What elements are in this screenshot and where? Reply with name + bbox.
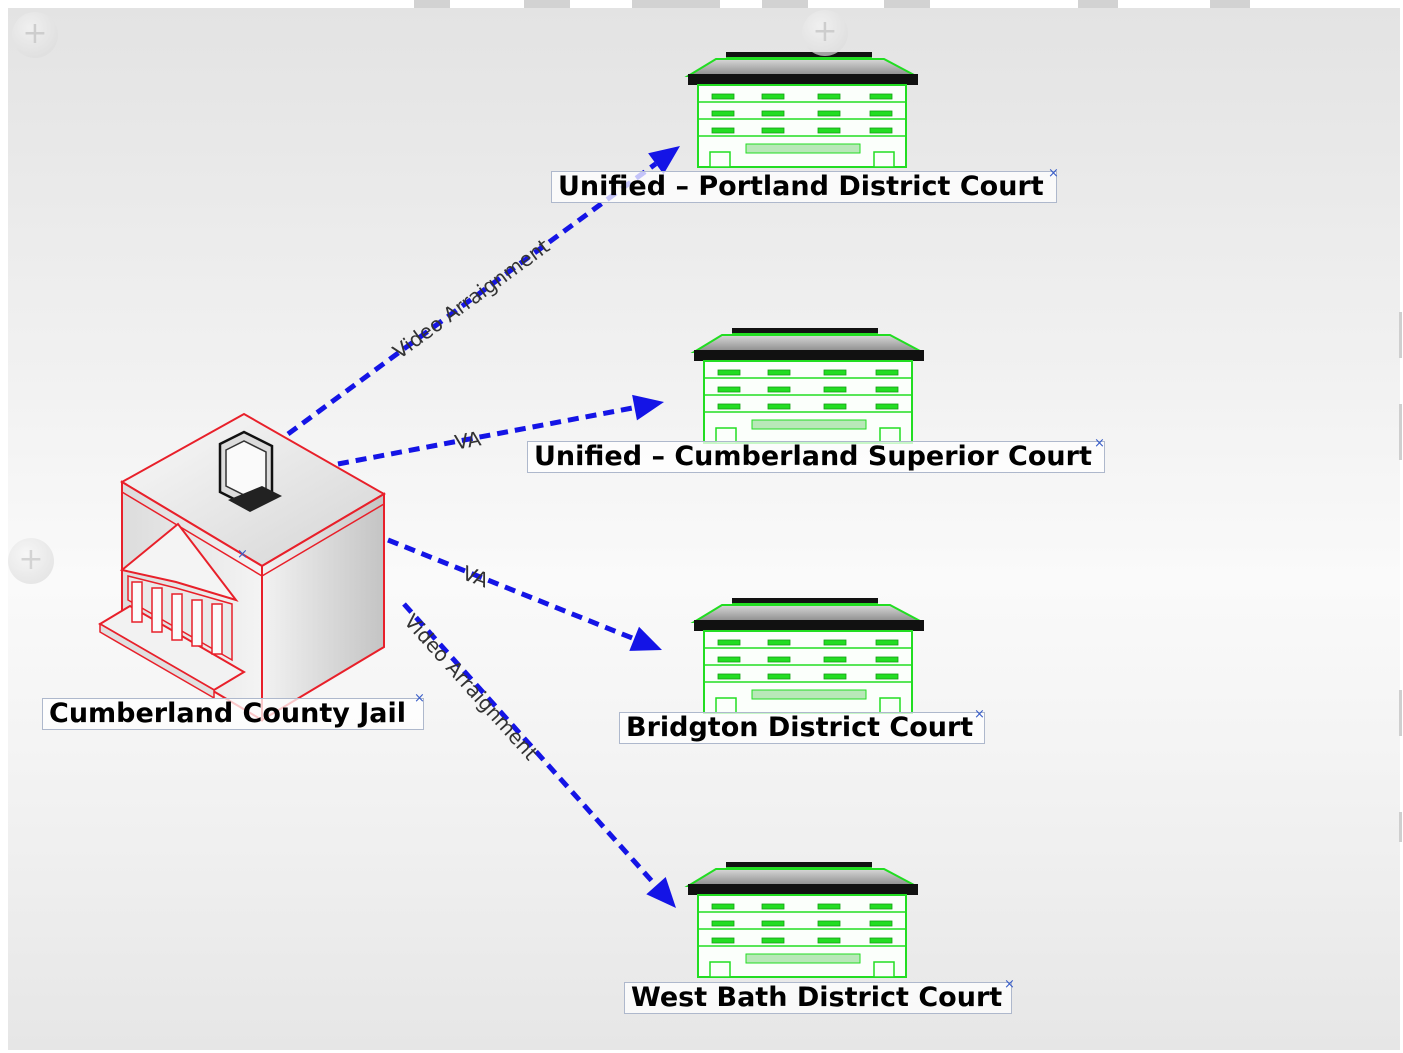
jail-building-with-monitor-icon[interactable] <box>98 412 386 722</box>
connection-point-icon: × <box>237 547 248 562</box>
scroll-mark <box>1399 690 1402 736</box>
scroll-mark <box>1399 404 1402 460</box>
top-band-segment <box>676 0 720 8</box>
courthouse-building-icon[interactable] <box>690 598 924 714</box>
add-node-icon[interactable]: + <box>8 538 54 584</box>
add-node-icon[interactable]: + <box>802 10 848 56</box>
courthouse-building-icon[interactable] <box>684 862 918 978</box>
top-band-segment <box>1210 0 1250 8</box>
connection-label: Video Arraignment <box>399 609 543 765</box>
remove-node-icon[interactable]: × <box>974 707 985 722</box>
top-band-segment <box>884 0 930 8</box>
top-band <box>0 0 1403 8</box>
connection-arrowhead <box>646 876 676 908</box>
top-band-segment <box>524 0 570 8</box>
add-node-icon[interactable]: + <box>12 12 58 58</box>
plus-glyph: + <box>22 16 48 51</box>
plus-glyph: + <box>18 542 44 577</box>
top-band-segment <box>414 0 450 8</box>
target-node-label[interactable]: West Bath District Court <box>624 982 1012 1014</box>
courthouse-building-icon[interactable] <box>684 52 918 168</box>
connection-label: VA <box>453 426 483 454</box>
remove-node-icon[interactable]: × <box>414 691 425 706</box>
scroll-mark <box>1399 812 1402 842</box>
target-node-label[interactable]: Bridgton District Court <box>619 712 985 744</box>
top-band-segment <box>762 0 808 8</box>
scroll-mark <box>1399 312 1402 358</box>
target-node-label[interactable]: Unified – Cumberland Superior Court <box>527 441 1105 473</box>
connection-line[interactable] <box>337 405 635 467</box>
connection-arrowhead <box>648 146 680 175</box>
plus-glyph: + <box>812 14 838 49</box>
connection-line[interactable] <box>387 537 636 642</box>
connection-arrowhead <box>629 626 662 651</box>
top-band-segment <box>632 0 678 8</box>
remove-node-icon[interactable]: × <box>1048 166 1059 181</box>
top-band-segment <box>1078 0 1118 8</box>
remove-node-icon[interactable]: × <box>1094 436 1105 451</box>
connection-line[interactable] <box>286 161 658 437</box>
courthouse-building-icon[interactable] <box>690 328 924 444</box>
target-node-label[interactable]: Unified – Portland District Court <box>551 171 1057 203</box>
connection-label: Video Arraignment <box>388 234 554 364</box>
remove-node-icon[interactable]: × <box>1004 977 1015 992</box>
source-node-label[interactable]: Cumberland County Jail <box>42 698 424 730</box>
connection-arrowhead <box>632 394 664 421</box>
connection-label: VA <box>459 561 492 593</box>
connection-line[interactable] <box>402 602 658 888</box>
